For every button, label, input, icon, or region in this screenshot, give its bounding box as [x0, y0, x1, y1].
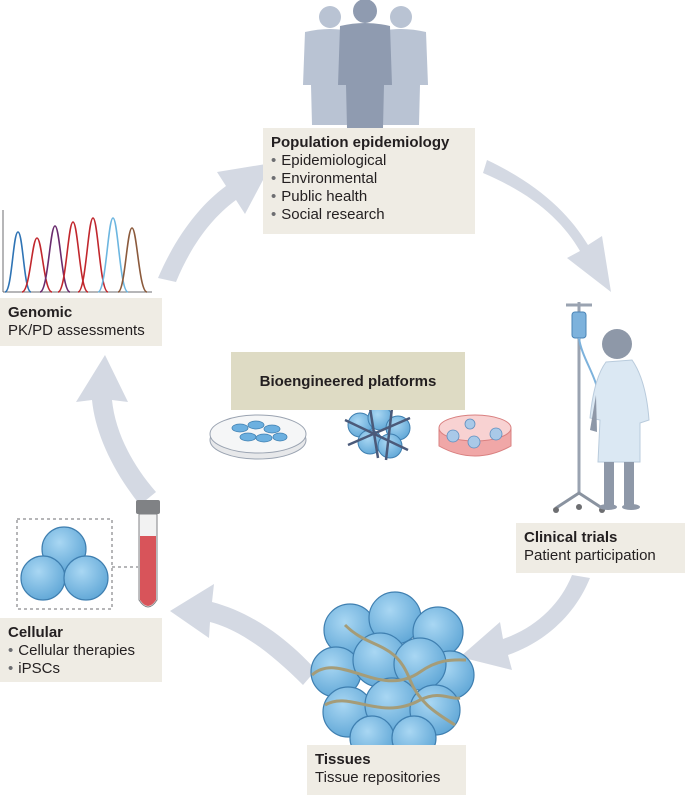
- chromatogram-icon: [2, 210, 152, 293]
- genomic-subtitle: PK/PD assessments: [8, 322, 145, 339]
- tissue-cluster-icon: [310, 591, 475, 761]
- arrow-tissues-to-cellular: [170, 584, 316, 685]
- bioengineered-platforms-box: Bioengineered platforms: [231, 352, 465, 410]
- tissues-title: Tissues: [315, 751, 371, 768]
- arrow-population-to-clinical: [483, 160, 611, 292]
- population-item: Public health: [271, 188, 467, 206]
- arrow-genomic-to-population: [158, 163, 272, 282]
- clinical-subtitle: Patient participation: [524, 547, 656, 564]
- population-title: Population epidemiology: [271, 134, 450, 151]
- arrow-clinical-to-tissues: [460, 575, 590, 670]
- tissues-box: Tissues Tissue repositories: [307, 745, 466, 795]
- cellular-title: Cellular: [8, 624, 64, 641]
- population-epidemiology-box: Population epidemiology Epidemiological …: [263, 128, 475, 234]
- cells-icon: [16, 518, 138, 610]
- cellular-list: Cellular therapies iPSCs: [8, 642, 154, 678]
- genomic-box: Genomic PK/PD assessments: [0, 298, 162, 346]
- blood-tube-icon: [136, 500, 160, 608]
- culture-dish-icon: [438, 414, 512, 457]
- people-group-icon: [303, 0, 428, 128]
- population-list: Epidemiological Environmental Public hea…: [271, 152, 467, 224]
- genomic-title: Genomic: [8, 304, 73, 321]
- population-item: Environmental: [271, 170, 467, 188]
- cycle-arrows: [76, 160, 611, 685]
- cellular-box: Cellular Cellular therapies iPSCs: [0, 618, 162, 682]
- population-item: Social research: [271, 206, 467, 224]
- scaffold-icon: [344, 405, 411, 461]
- clinical-title: Clinical trials: [524, 529, 618, 546]
- cellular-item: iPSCs: [8, 660, 154, 678]
- patient-iv-icon: [553, 302, 650, 513]
- population-item: Epidemiological: [271, 152, 467, 170]
- cellular-item: Cellular therapies: [8, 642, 154, 660]
- center-label: Bioengineered platforms: [259, 372, 437, 390]
- petri-dish-icon: [209, 414, 307, 460]
- clinical-trials-box: Clinical trials Patient participation: [516, 523, 685, 573]
- tissues-subtitle: Tissue repositories: [315, 769, 441, 786]
- arrow-cellular-to-genomic: [76, 355, 156, 505]
